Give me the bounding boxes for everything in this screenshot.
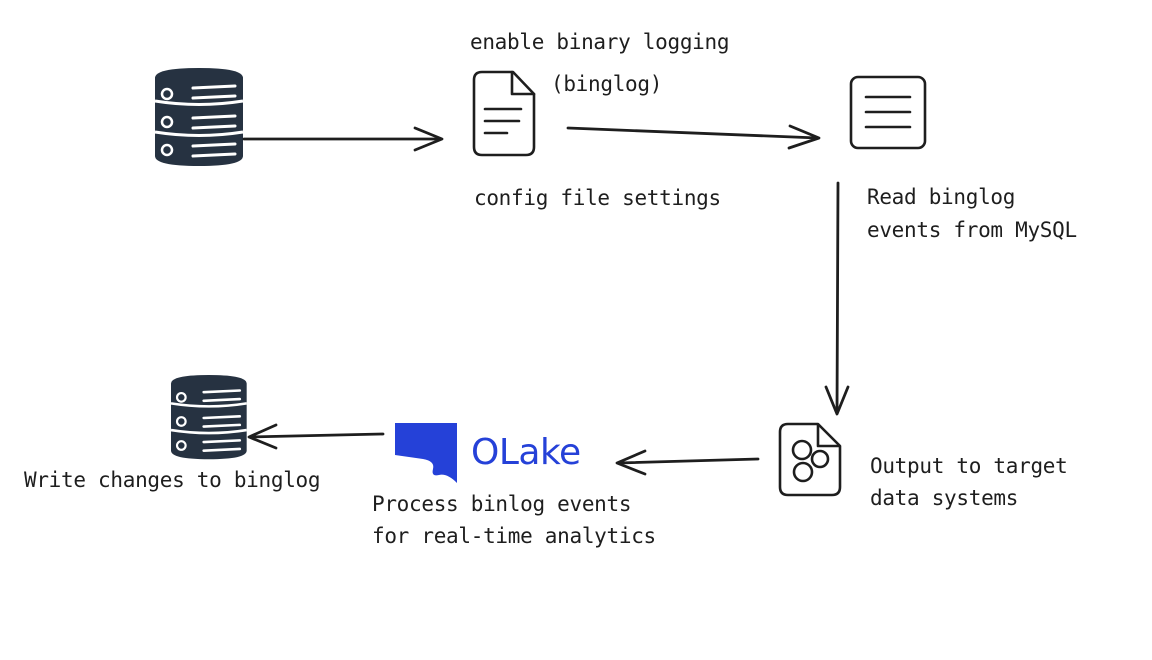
olake-mark-icon bbox=[395, 423, 457, 483]
document-icon bbox=[472, 70, 536, 157]
process-label-line1: Process binlog events bbox=[372, 492, 632, 516]
output-label-line1: Output to target bbox=[870, 454, 1068, 478]
source-database-icon bbox=[153, 66, 245, 168]
text-lines-icon bbox=[849, 75, 927, 150]
shared-file-icon bbox=[778, 422, 842, 497]
binlog-paren-label: (binglog) bbox=[551, 72, 663, 96]
read-binlog-label-line1: Read binglog bbox=[867, 185, 1016, 209]
arrow-config-to-binlog bbox=[566, 124, 821, 150]
output-label-line2: data systems bbox=[870, 486, 1019, 510]
olake-wordmark: OLake bbox=[471, 432, 581, 473]
arrow-binlog-to-output bbox=[824, 181, 850, 416]
write-changes-label: Write changes to binglog bbox=[24, 468, 321, 492]
target-database-icon bbox=[169, 373, 248, 461]
olake-logo: OLake bbox=[395, 422, 581, 484]
arrow-olake-to-target-db bbox=[247, 423, 385, 450]
enable-binary-logging-label: enable binary logging bbox=[470, 30, 730, 54]
arrow-output-to-olake bbox=[615, 449, 760, 476]
process-label-line2: for real-time analytics bbox=[372, 524, 656, 548]
read-binlog-label-line2: events from MySQL bbox=[867, 218, 1077, 242]
config-file-settings-label: config file settings bbox=[474, 186, 721, 210]
arrow-db-to-config bbox=[242, 126, 444, 152]
